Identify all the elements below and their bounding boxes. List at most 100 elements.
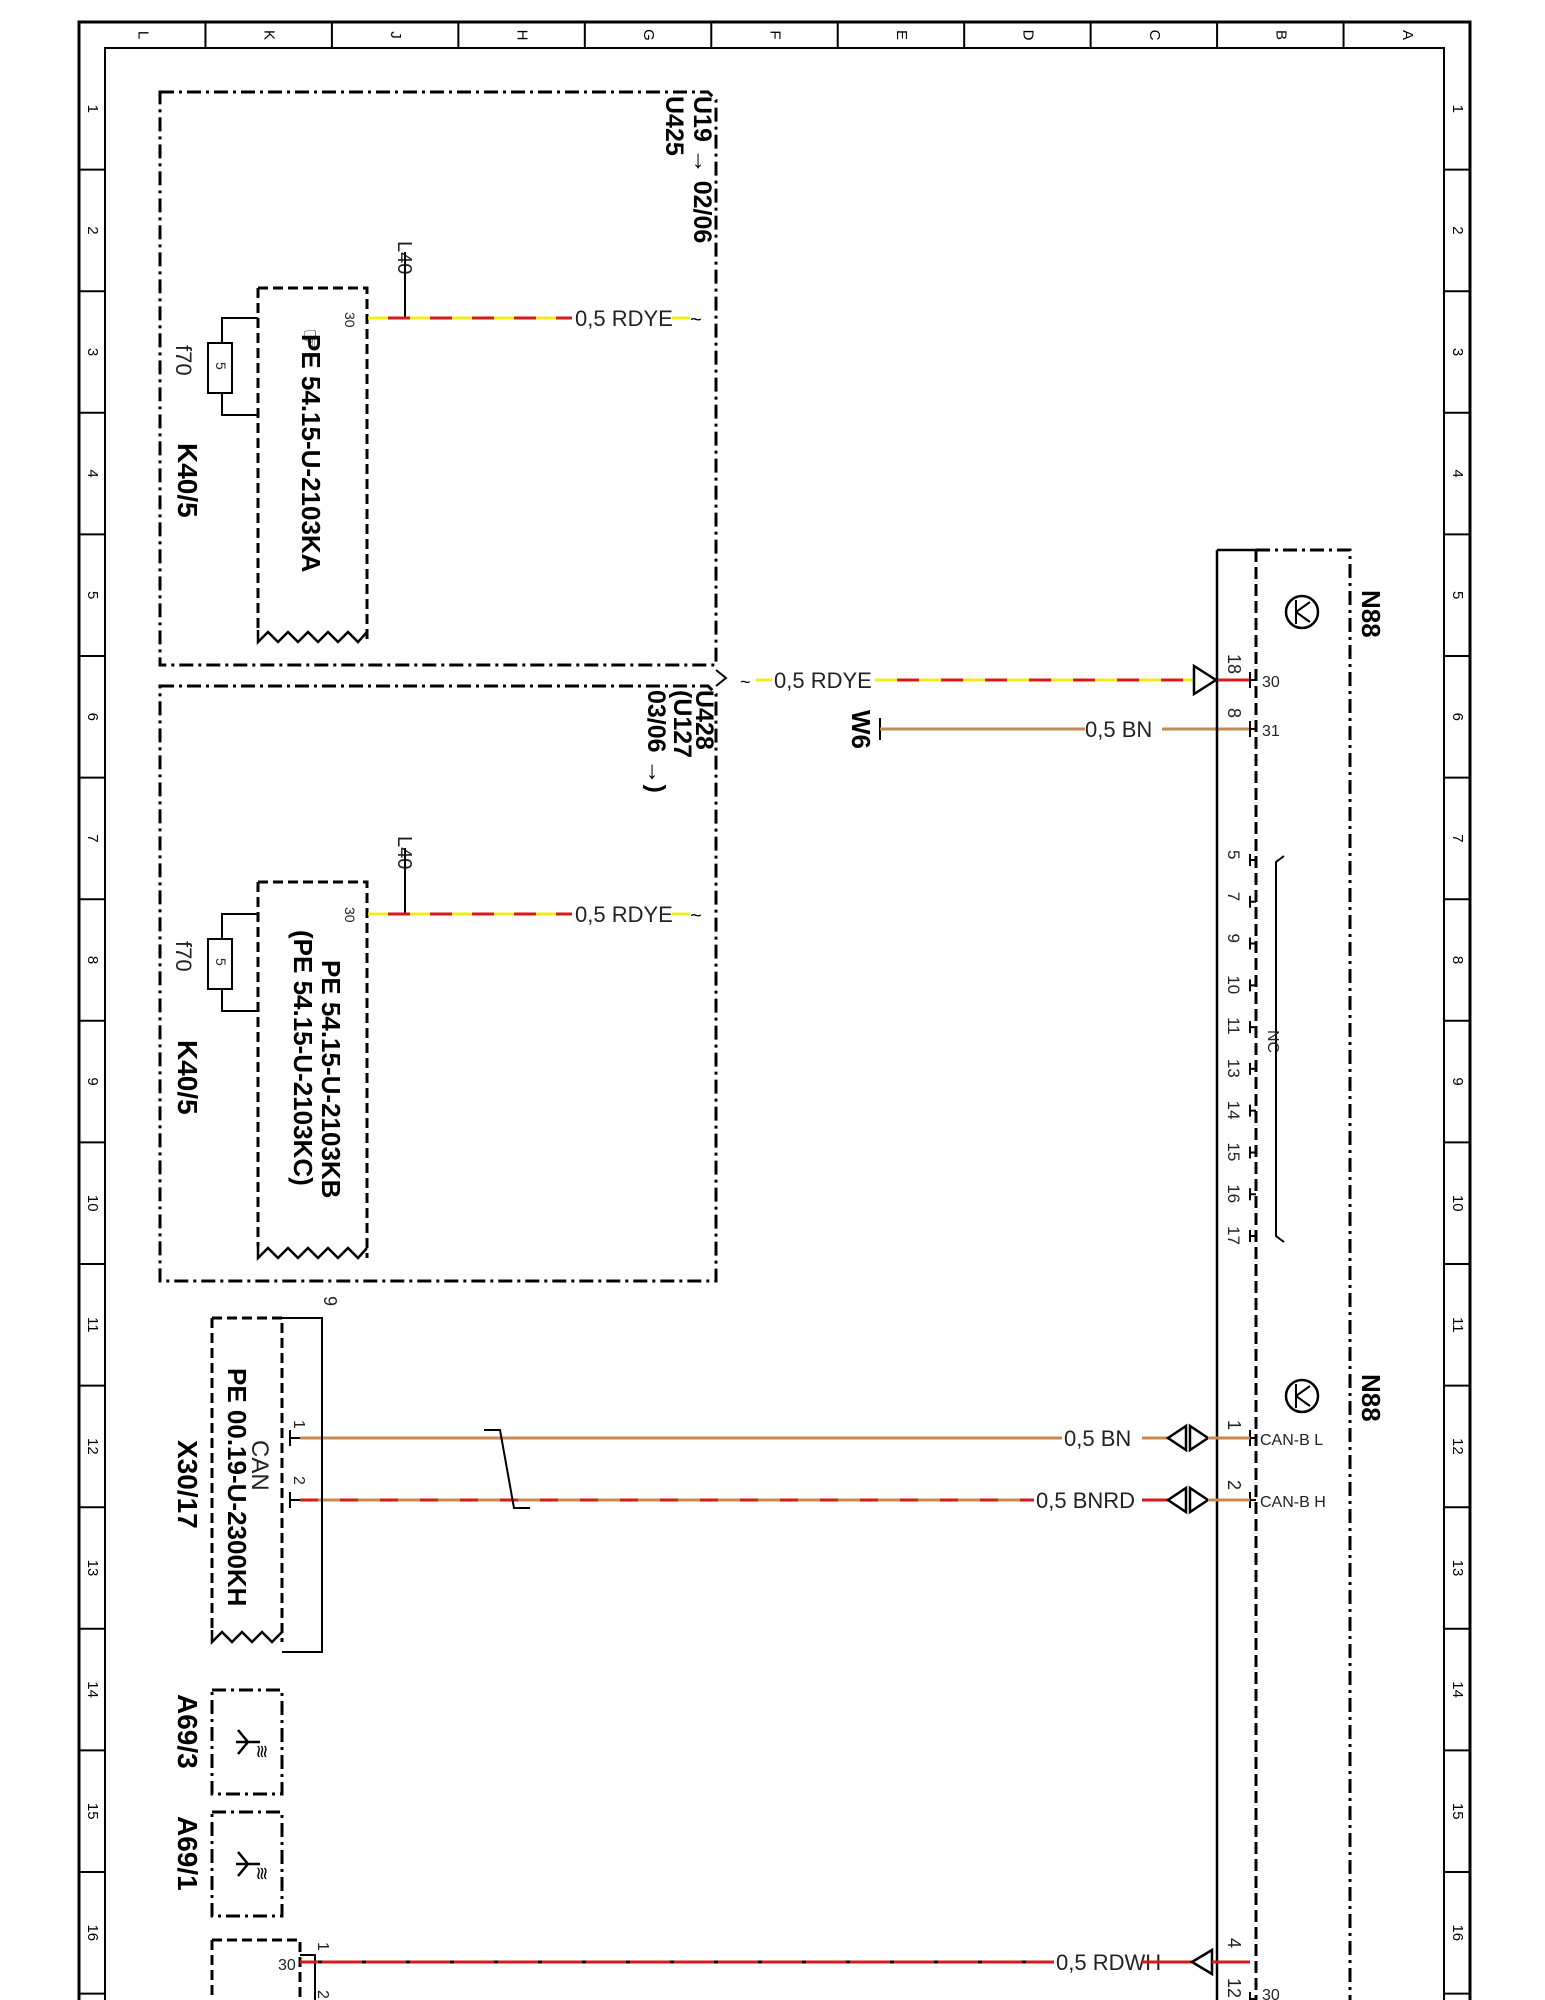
bottom-pin2: 2: [314, 1990, 331, 1999]
bn-w6-label: 0,5 BN: [1085, 717, 1152, 742]
nc-pin-label: 13: [1224, 1059, 1243, 1078]
wire-continuation-icon: ~: [690, 905, 702, 927]
upper-fuse-value: 5: [213, 362, 229, 370]
main-rdye-label: 0,5 RDYE: [774, 668, 872, 693]
hand-pointer-icon: ☞: [296, 328, 323, 350]
nc-pin-tick: [1249, 937, 1256, 950]
w6-ground-wire: W6 0,5 BN: [846, 710, 1250, 749]
upper-variant-block: U19 → 02/06 U425 L40 30 5 f70 K40/5 PE 5…: [158, 90, 718, 667]
lower-relay-id: K40/5: [172, 1040, 203, 1115]
n88-id-bottom: N88: [1356, 1374, 1386, 1422]
nc-pin-label: 9: [1224, 934, 1243, 943]
antenna-a69-3-label: A69/3: [172, 1694, 203, 1769]
row-label: 2: [1449, 226, 1466, 234]
column-label: K: [261, 30, 278, 40]
row-label: 6: [84, 713, 101, 721]
connector-x30-17: 9 1 2 CAN PE 00.19-U-2300KH X30/17: [172, 1296, 340, 1653]
row-label: 16: [1449, 1924, 1466, 1941]
row-label: 14: [84, 1681, 101, 1698]
ground-w6-label: W6: [846, 710, 876, 749]
nc-label: NC: [1264, 1030, 1281, 1053]
upper-fuse-body: [207, 342, 233, 394]
nc-pin-tick: [1249, 1021, 1256, 1034]
nc-pin-label: 15: [1224, 1142, 1243, 1161]
main-rdye-wire: ~ 0,5 RDYE: [715, 663, 1250, 697]
can-l-wire-label: 0,5 BN: [1064, 1426, 1131, 1451]
column-label: J: [387, 31, 404, 39]
n88-pin18: 18: [1224, 654, 1244, 674]
can-h-wire-label: 0,5 BNRD: [1036, 1488, 1135, 1513]
row-label: 1: [84, 105, 101, 113]
row-label: 12: [84, 1438, 101, 1455]
lower-variant-text1: U428: [690, 690, 718, 750]
x30-bus-label: CAN: [246, 1440, 273, 1491]
upper-pe-ref: PE 54.15-U-2103KA: [296, 334, 326, 573]
nc-pin-label: 7: [1224, 892, 1243, 901]
wire-continuation-icon: ~: [690, 309, 702, 331]
bottom-pin1: 1: [314, 1942, 331, 1951]
nc-pin-tick: [1249, 1146, 1256, 1159]
n88-pin4: 4: [1224, 1938, 1244, 1948]
nc-pin-label: 17: [1224, 1226, 1243, 1245]
row-label: 11: [1449, 1317, 1466, 1333]
lower-pin30: 30: [342, 907, 358, 923]
row-label: 15: [84, 1803, 101, 1820]
nc-pin-tick: [1249, 1188, 1256, 1201]
x30-ref: 9: [320, 1296, 340, 1306]
row-label: 4: [84, 469, 101, 477]
nc-pin-label: 16: [1224, 1184, 1243, 1203]
lower-wire-label: 0,5 RDYE: [575, 902, 673, 927]
row-label: 16: [84, 1924, 101, 1941]
upper-variant-text1: U19 → 02/06: [688, 96, 716, 243]
row-label: 13: [1449, 1560, 1466, 1577]
row-label: 9: [1449, 1077, 1466, 1085]
lower-fuse-value: 5: [213, 958, 229, 966]
upper-fuse-id: f70: [171, 345, 196, 376]
wire-continuation-icon: ~: [740, 672, 751, 692]
lower-variant-block: U428 (U127 03/06 →) L40 30 5 f70 K40/5 P…: [158, 684, 718, 1283]
connector-arrow-icon: [1189, 1947, 1214, 1977]
svg-text:≋: ≋: [252, 1744, 272, 1759]
column-label: A: [1399, 30, 1416, 40]
nc-pin-tick: [1249, 1230, 1256, 1242]
upper-variant-text2: U425: [660, 96, 688, 156]
x30-pin1: 1: [290, 1420, 307, 1429]
antenna-a69-1: ≋ A69/1: [172, 1810, 284, 1918]
row-label: 5: [1449, 591, 1466, 599]
column-label: G: [640, 29, 657, 41]
row-label: 5: [84, 591, 101, 599]
row-label: 9: [84, 1077, 101, 1085]
column-label: H: [514, 30, 531, 41]
n88-can-l-label: CAN-B L: [1260, 1432, 1323, 1449]
outer-frame: [77, 20, 1472, 2000]
nc-pin-tick: [1249, 979, 1256, 992]
bottom-pin30: 30: [278, 1957, 296, 1974]
row-label: 8: [1449, 956, 1466, 964]
row-label: 11: [84, 1317, 101, 1333]
transistor-icon: [1284, 1378, 1320, 1414]
n88-pin8: 8: [1224, 708, 1244, 718]
n88-can-h-label: CAN-B H: [1260, 1494, 1326, 1511]
column-label: L: [134, 31, 151, 39]
row-label: 15: [1449, 1803, 1466, 1820]
svg-text:☞: ☞: [296, 328, 323, 350]
nc-pin-tick: [1249, 854, 1256, 866]
row-label: 6: [1449, 713, 1466, 721]
n88-pin30: 30: [1262, 674, 1280, 691]
row-label: 4: [1449, 469, 1466, 477]
svg-text:≋: ≋: [252, 1866, 272, 1881]
transistor-icon: [1284, 594, 1320, 630]
column-label: D: [1019, 30, 1036, 41]
n88-pin12: 12: [1224, 1978, 1244, 1998]
nc-pin-label: 11: [1224, 1017, 1243, 1035]
row-label: 8: [84, 956, 101, 964]
x30-pe-ref: PE 00.19-U-2300KH: [222, 1368, 252, 1606]
row-label: 7: [1449, 834, 1466, 842]
lower-variant-text2: (U127: [668, 690, 696, 758]
antenna-icon: ≋: [236, 1851, 272, 1881]
nc-pin-tick: [1249, 1104, 1256, 1117]
